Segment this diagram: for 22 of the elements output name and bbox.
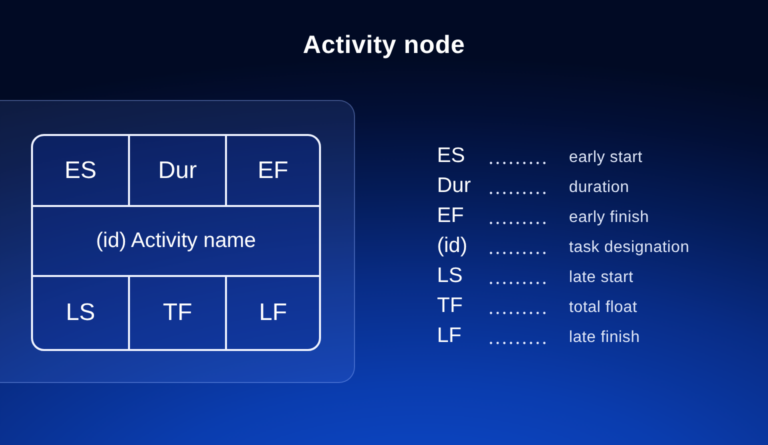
abbreviation-label: TF bbox=[437, 294, 463, 318]
abbreviation-label: Dur bbox=[437, 174, 471, 198]
table-cell: ES bbox=[33, 136, 130, 207]
description-text: late start bbox=[569, 268, 634, 288]
table-cell: (id) Activity name bbox=[33, 207, 319, 277]
table-cell-text: LF bbox=[258, 298, 288, 328]
abbreviation-label: ES bbox=[437, 144, 466, 168]
description-text: late finish bbox=[569, 328, 640, 348]
table-cell: LS bbox=[33, 277, 130, 349]
table-cell: EF bbox=[227, 136, 319, 207]
description-text: early start bbox=[569, 148, 643, 168]
description-text: duration bbox=[569, 178, 630, 198]
title-heading: Activity node bbox=[302, 30, 466, 60]
description-text: total float bbox=[569, 298, 638, 318]
abbreviation-label: EF bbox=[437, 204, 464, 228]
abbreviation-label: LF bbox=[437, 324, 462, 348]
table-cell: TF bbox=[130, 277, 227, 349]
abbreviation-label: LS bbox=[437, 264, 463, 288]
description-text: task designation bbox=[569, 238, 690, 258]
table-cell: Dur bbox=[130, 136, 227, 207]
description-text: early finish bbox=[569, 208, 650, 228]
abbreviation-label: (id) bbox=[437, 234, 468, 258]
